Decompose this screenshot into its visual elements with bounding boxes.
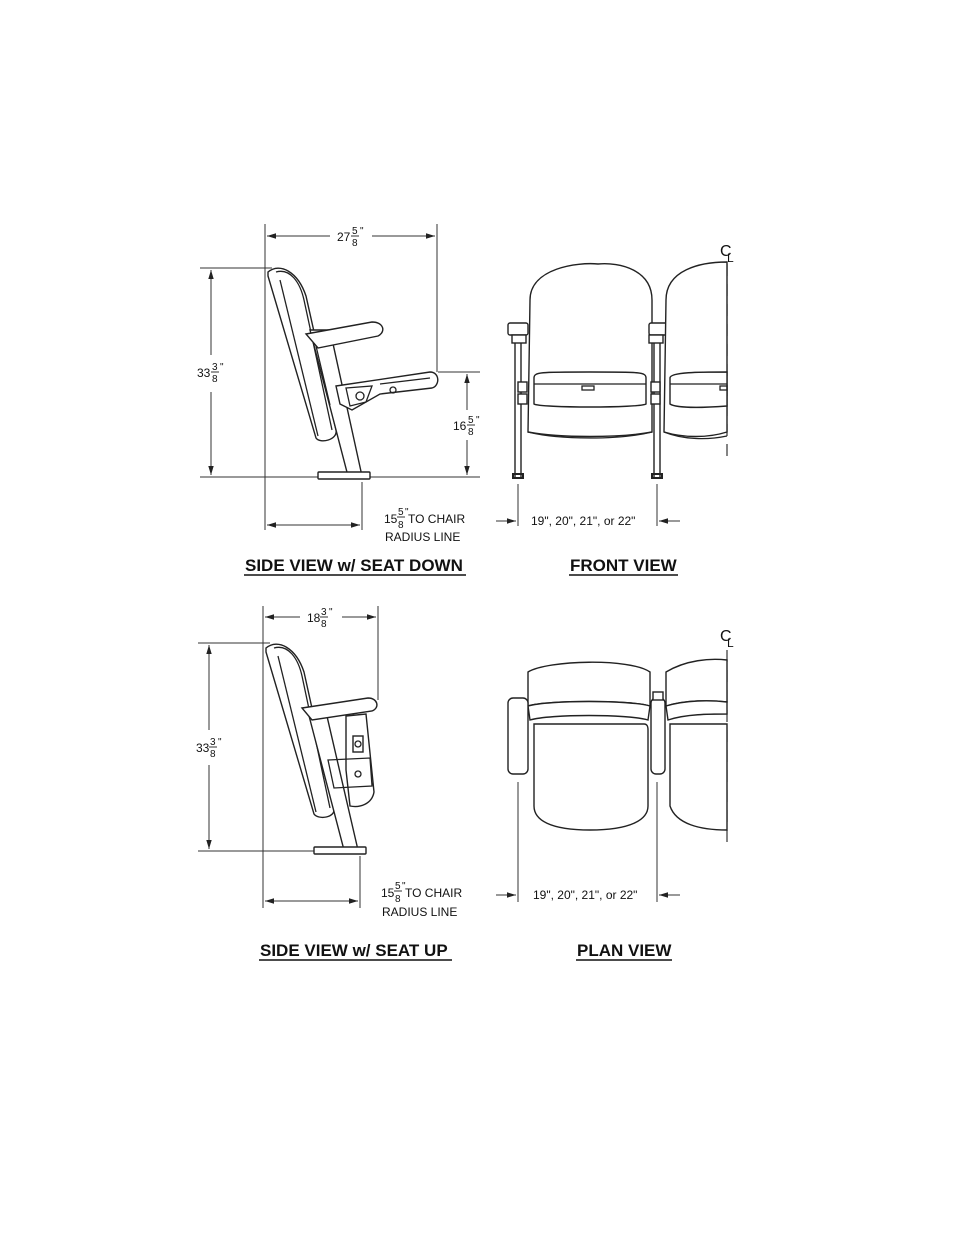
height-num: 3: [212, 362, 218, 373]
front-view: C L: [496, 243, 734, 576]
seat-up-height-dimension: 33 3 8 ": [196, 645, 222, 849]
seat-up-radius-line1: TO CHAIR: [405, 886, 462, 900]
height-den: 8: [212, 374, 218, 385]
plan-view: C L 19", 20", 21", or 22" PLAN: [496, 628, 734, 961]
chair-side-seat-down: [267, 267, 439, 480]
radius-mark: ": [405, 507, 409, 518]
front-view-title: FRONT VIEW: [570, 556, 678, 575]
seat-height-den: 8: [468, 427, 474, 438]
height-whole: 33: [197, 366, 211, 380]
plan-chair-right: [665, 658, 728, 831]
seat-up-width-dimension: 18 3 8 ": [265, 607, 376, 630]
seat-up-height-mark: ": [218, 737, 222, 748]
width-mark: ": [360, 226, 364, 237]
plan-centerline-l: L: [727, 636, 734, 650]
seat-up-radius-dimension: 15 5 8 " TO CHAIR RADIUS LINE: [265, 881, 462, 919]
seat-up-radius-whole: 15: [381, 886, 395, 900]
width-dimension: 27 5 8 ": [267, 226, 435, 249]
plan-width-label: 19", 20", 21", or 22": [533, 888, 637, 902]
seat-height-num: 5: [468, 415, 474, 426]
seat-up-height-den: 8: [210, 749, 216, 760]
seat-up-height-whole: 33: [196, 741, 210, 755]
front-width-label: 19", 20", 21", or 22": [531, 514, 635, 528]
centerline-l: L: [727, 251, 734, 265]
radius-whole: 15: [384, 512, 398, 526]
width-num: 5: [352, 226, 358, 237]
seat-up-radius-mark: ": [402, 881, 406, 892]
seat-height-mark: ": [476, 415, 480, 426]
seat-up-width-mark: ": [329, 607, 333, 618]
height-mark: ": [220, 362, 224, 373]
radius-num: 5: [398, 507, 404, 518]
front-chair-left: [507, 262, 668, 479]
front-width-dimension: 19", 20", 21", or 22": [496, 484, 680, 528]
chair-side-seat-up: [265, 643, 378, 855]
seat-height-dimension: 16 5 8 ": [453, 374, 480, 475]
side-view-seat-down: 27 5 8 " 33 3 8 " 16 5 8 ": [197, 224, 480, 576]
plan-chair-left: [507, 661, 666, 831]
seat-up-radius-line2: RADIUS LINE: [382, 905, 457, 919]
seat-up-radius-num: 5: [395, 881, 401, 892]
side-view-seat-up: 18 3 8 " 33 3 8 " 15 5 8 " TO CHAIR RADI…: [196, 606, 462, 961]
height-dimension: 33 3 8 ": [197, 270, 224, 475]
seat-up-width-num: 3: [321, 607, 327, 618]
width-den: 8: [352, 238, 358, 249]
side-view-seat-down-title: SIDE VIEW w/ SEAT DOWN: [245, 556, 463, 575]
radius-line1: TO CHAIR: [408, 512, 465, 526]
seat-up-radius-den: 8: [395, 894, 401, 905]
seat-up-height-num: 3: [210, 737, 216, 748]
seat-up-width-den: 8: [321, 619, 327, 630]
plan-width-dimension: 19", 20", 21", or 22": [496, 782, 680, 902]
width-whole: 27: [337, 230, 351, 244]
radius-dimension: 15 5 8 " TO CHAIR RADIUS LINE: [267, 507, 465, 544]
seat-height-whole: 16: [453, 419, 467, 433]
side-view-seat-up-title: SIDE VIEW w/ SEAT UP: [260, 941, 448, 960]
seat-up-width-whole: 18: [307, 611, 321, 625]
front-chair-right: [663, 261, 728, 440]
plan-view-title: PLAN VIEW: [577, 941, 672, 960]
radius-line2: RADIUS LINE: [385, 530, 460, 544]
radius-den: 8: [398, 520, 404, 531]
plan-centerline-c: C: [720, 628, 732, 645]
centerline-c: C: [720, 243, 732, 260]
